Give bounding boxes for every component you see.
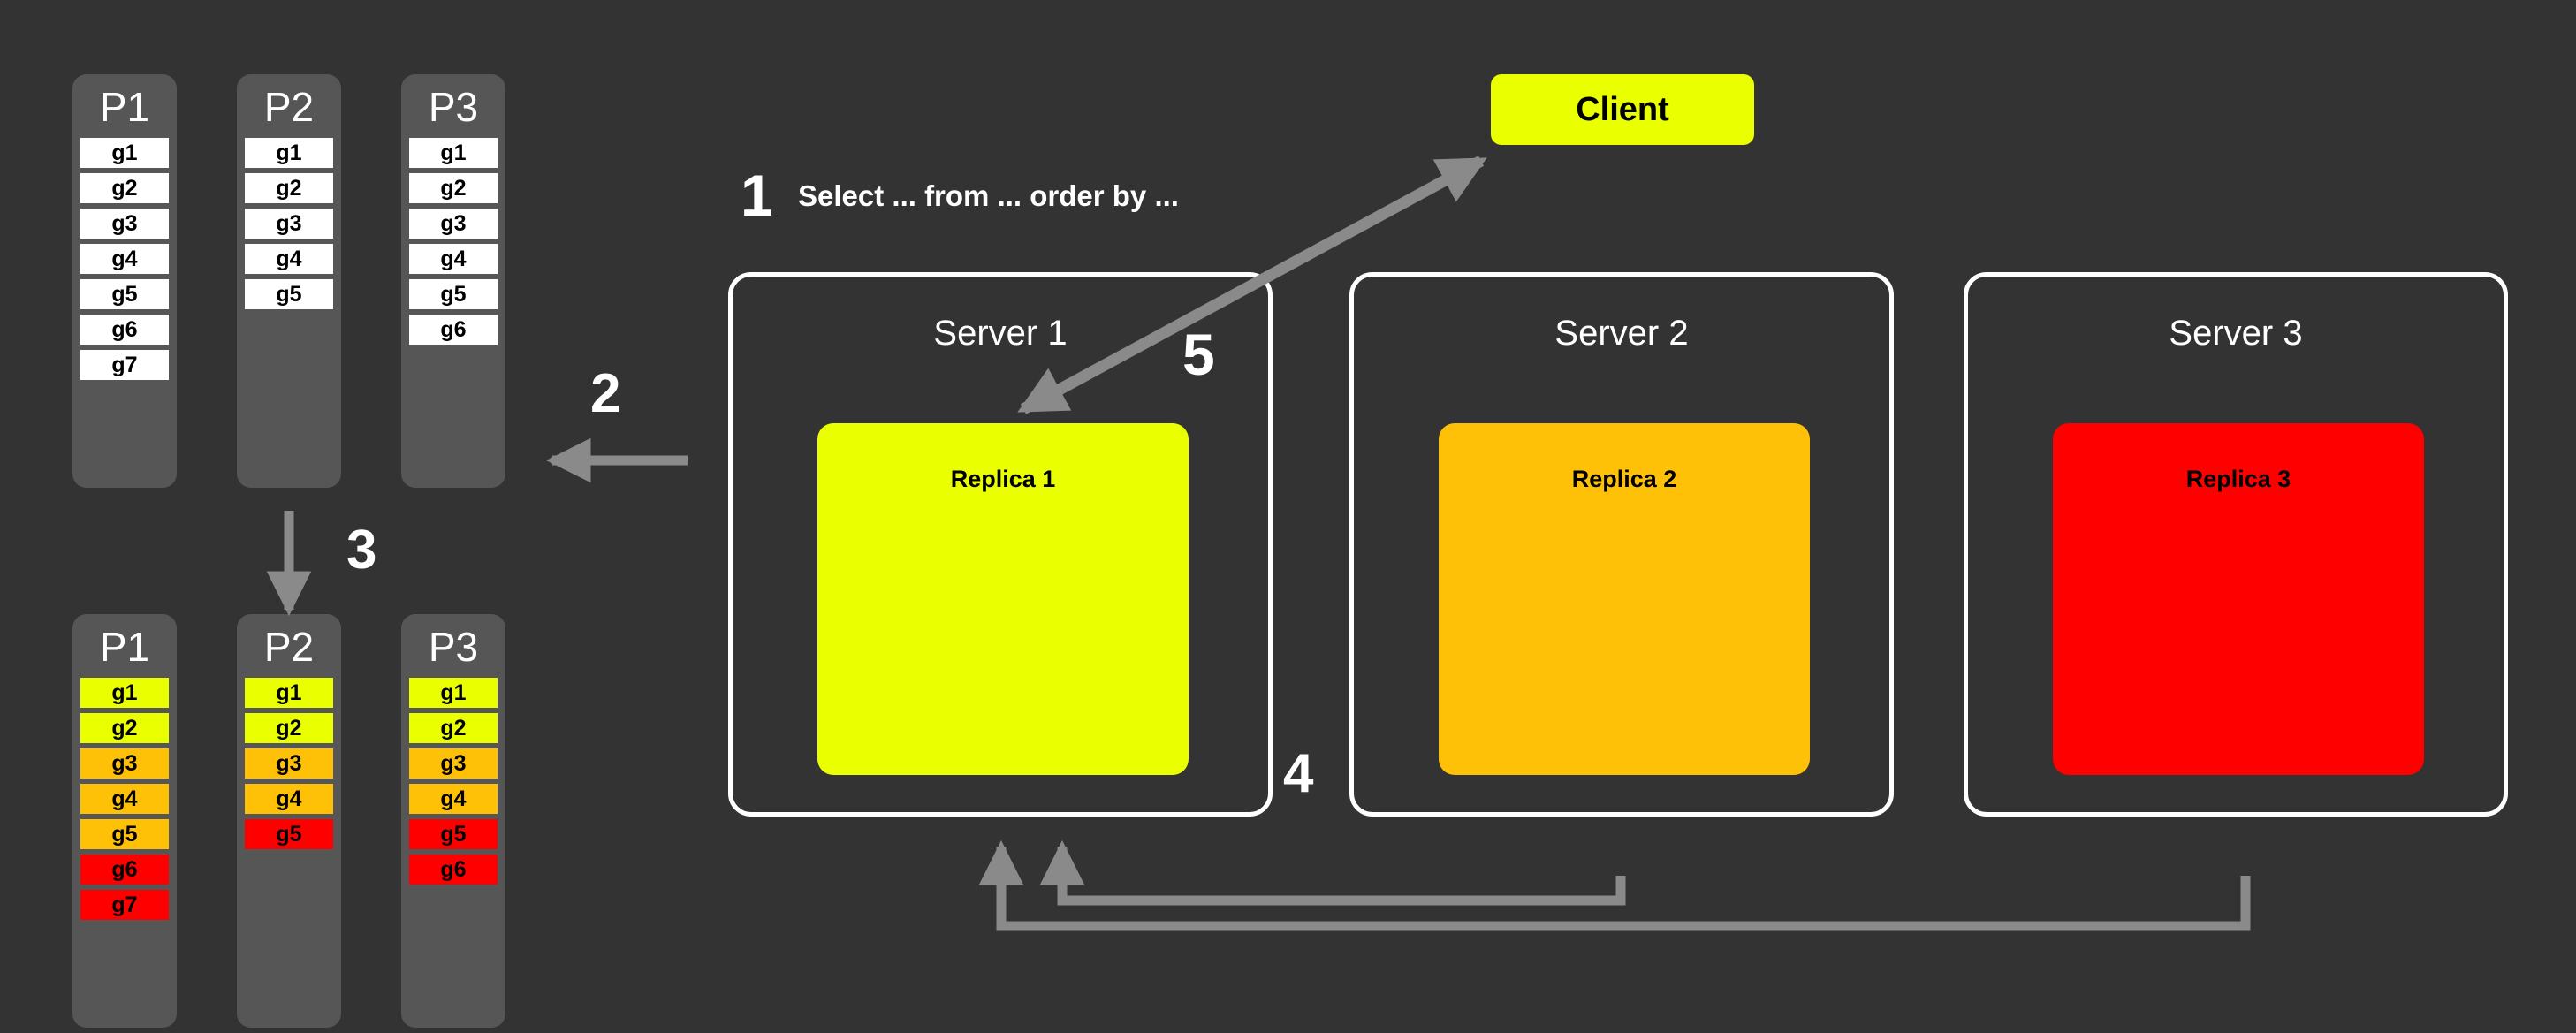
segment: g5 bbox=[409, 279, 498, 309]
segment: g6 bbox=[80, 315, 169, 345]
segment: g2 bbox=[80, 173, 169, 203]
segment: g1 bbox=[409, 138, 498, 168]
segment: g4 bbox=[245, 784, 333, 814]
replica-box-1: Replica 1 bbox=[817, 423, 1189, 775]
segment-stack: g1 g2 g3 g4 g5 g6 g7 bbox=[72, 138, 177, 380]
segment: g2 bbox=[409, 173, 498, 203]
client-box[interactable]: Client bbox=[1491, 74, 1754, 145]
arrow-step-4-server2 bbox=[1039, 839, 1626, 906]
segment: g6 bbox=[409, 315, 498, 345]
segment: g6 bbox=[409, 855, 498, 885]
segment: g4 bbox=[245, 244, 333, 274]
segment: g4 bbox=[80, 784, 169, 814]
segment-stack: g1 g2 g3 g4 g5 g6 bbox=[401, 678, 505, 885]
step-label-2: 2 bbox=[590, 363, 621, 424]
server-box-3: Server 3 Replica 3 bbox=[1964, 272, 2508, 817]
partition-label: P3 bbox=[428, 624, 479, 670]
segment: g2 bbox=[80, 713, 169, 743]
top-partition-p3: P3 g1 g2 g3 g4 g5 g6 bbox=[401, 74, 505, 488]
segment: g5 bbox=[80, 279, 169, 309]
segment: g4 bbox=[409, 244, 498, 274]
top-partition-p1: P1 g1 g2 g3 g4 g5 g6 g7 bbox=[72, 74, 177, 488]
partition-label: P1 bbox=[99, 624, 150, 670]
segment: g7 bbox=[80, 890, 169, 920]
segment: g3 bbox=[80, 748, 169, 779]
segment: g2 bbox=[409, 713, 498, 743]
segment: g5 bbox=[245, 279, 333, 309]
server-box-2: Server 2 Replica 2 bbox=[1349, 272, 1894, 817]
segment: g4 bbox=[80, 244, 169, 274]
partition-label: P2 bbox=[263, 84, 315, 130]
segment: g3 bbox=[409, 209, 498, 239]
segment: g5 bbox=[245, 819, 333, 849]
step-label-4: 4 bbox=[1283, 743, 1314, 804]
partition-label: P3 bbox=[428, 84, 479, 130]
segment: g1 bbox=[245, 678, 333, 708]
segment: g3 bbox=[409, 748, 498, 779]
segment: g2 bbox=[245, 713, 333, 743]
partition-label: P2 bbox=[263, 624, 315, 670]
server-title: Server 2 bbox=[1554, 314, 1689, 353]
arrow-step-4-server3 bbox=[978, 839, 2251, 931]
segment: g5 bbox=[409, 819, 498, 849]
replica-label: Replica 3 bbox=[2185, 466, 2291, 492]
segment-stack: g1 g2 g3 g4 g5 bbox=[237, 678, 341, 849]
partition-label: P1 bbox=[99, 84, 150, 130]
segment: g1 bbox=[409, 678, 498, 708]
replica-label: Replica 2 bbox=[1571, 466, 1677, 492]
segment-stack: g1 g2 g3 g4 g5 bbox=[237, 138, 341, 309]
step-label-1: 1 bbox=[741, 163, 773, 228]
segment: g3 bbox=[80, 209, 169, 239]
segment: g4 bbox=[409, 784, 498, 814]
segment: g2 bbox=[245, 173, 333, 203]
segment: g3 bbox=[245, 748, 333, 779]
segment: g6 bbox=[80, 855, 169, 885]
segment-stack: g1 g2 g3 g4 g5 g6 g7 bbox=[72, 678, 177, 920]
client-label: Client bbox=[1576, 90, 1669, 128]
segment: g7 bbox=[80, 350, 169, 380]
replica-box-2: Replica 2 bbox=[1439, 423, 1810, 775]
query-text: Select ... from ... order by ... bbox=[798, 179, 1179, 212]
bottom-partition-p2: P2 g1 g2 g3 g4 g5 bbox=[237, 614, 341, 1028]
top-partition-p2: P2 g1 g2 g3 g4 g5 bbox=[237, 74, 341, 488]
segment: g1 bbox=[80, 678, 169, 708]
bottom-partition-p1: P1 g1 g2 g3 g4 g5 g6 g7 bbox=[72, 614, 177, 1028]
segment: g5 bbox=[80, 819, 169, 849]
step-label-3: 3 bbox=[346, 520, 377, 581]
server-box-1: Server 1 Replica 1 bbox=[728, 272, 1273, 817]
segment: g3 bbox=[245, 209, 333, 239]
segment: g1 bbox=[245, 138, 333, 168]
segment: g1 bbox=[80, 138, 169, 168]
segment-stack: g1 g2 g3 g4 g5 g6 bbox=[401, 138, 505, 345]
bottom-partition-p3: P3 g1 g2 g3 g4 g5 g6 bbox=[401, 614, 505, 1028]
replica-label: Replica 1 bbox=[950, 466, 1056, 492]
server-title: Server 3 bbox=[2169, 314, 2303, 353]
replica-box-3: Replica 3 bbox=[2053, 423, 2424, 775]
server-title: Server 1 bbox=[933, 314, 1068, 353]
